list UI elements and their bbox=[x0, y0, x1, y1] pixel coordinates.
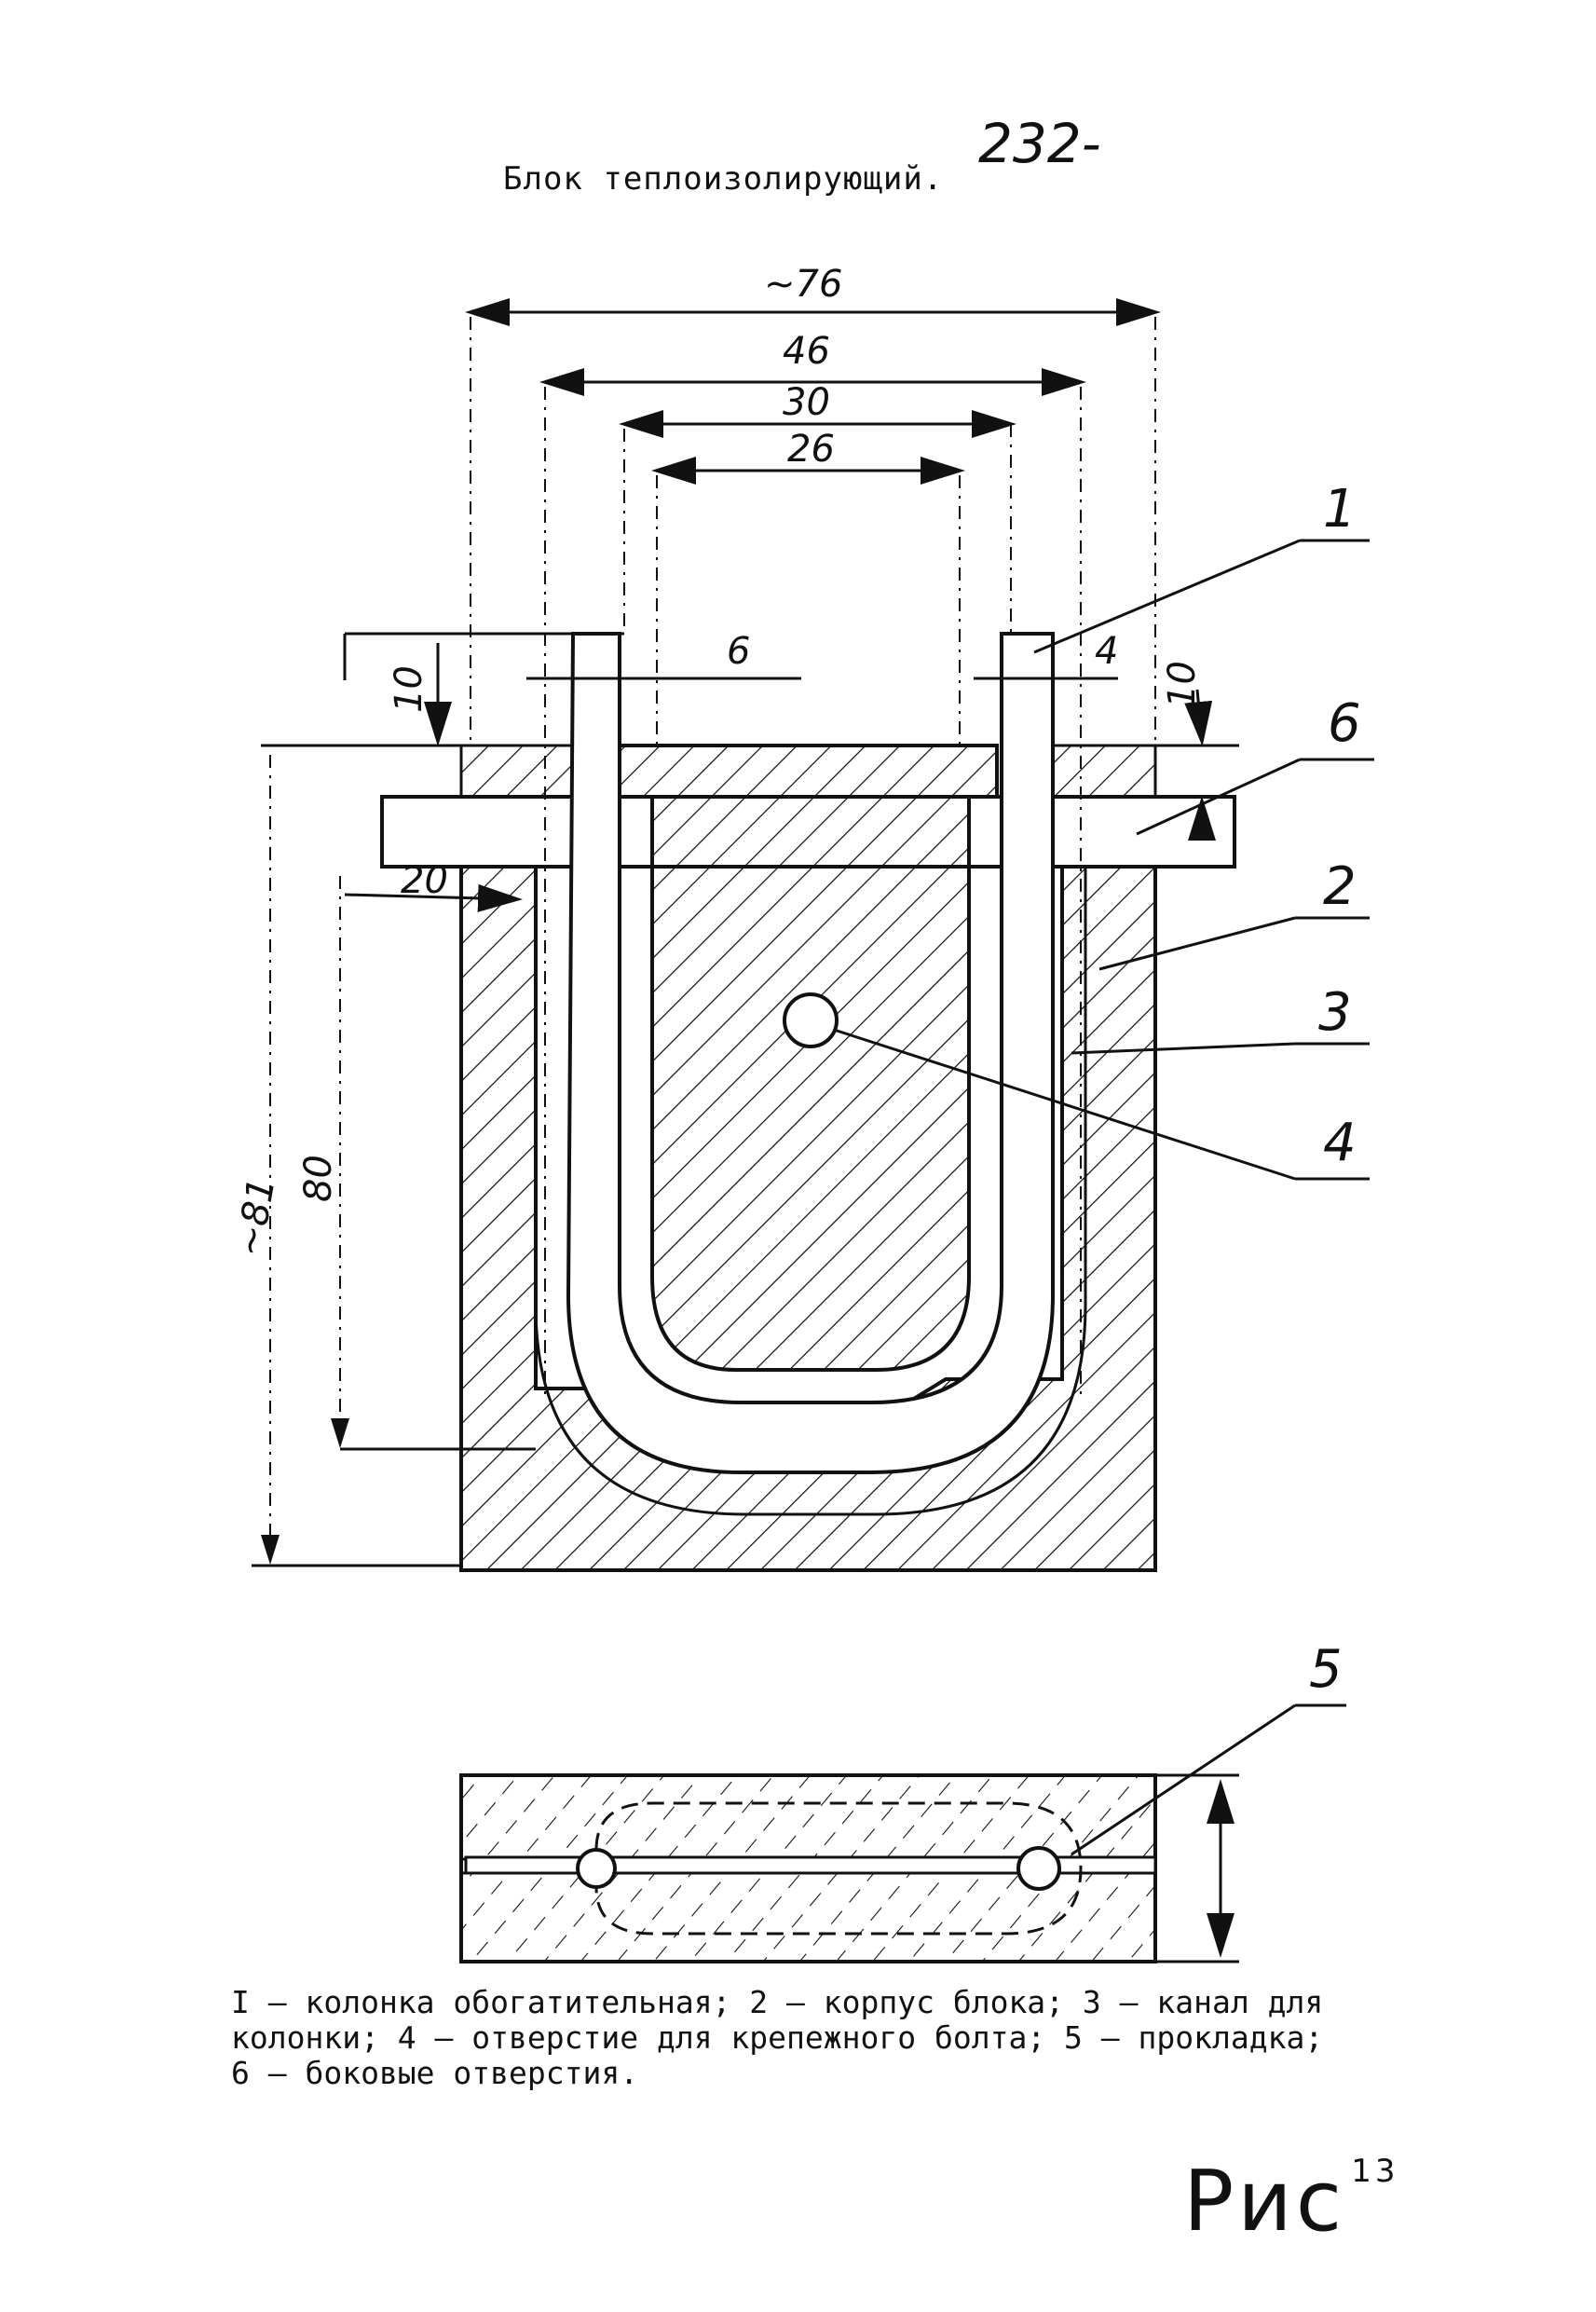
callout-1: 1 bbox=[1323, 479, 1357, 540]
bolt-hole bbox=[783, 992, 839, 1048]
dimension-lines bbox=[252, 298, 1239, 1567]
callout-3: 3 bbox=[1318, 982, 1352, 1043]
callout-leaders bbox=[833, 539, 1374, 1856]
section-view bbox=[459, 1773, 1239, 1963]
callout-5: 5 bbox=[1309, 1639, 1343, 1700]
dim-flange-20: 20 bbox=[401, 859, 448, 902]
caption-line: I – колонка обогатительная; 2 – корпус б… bbox=[231, 1984, 1324, 2020]
side-hole-left bbox=[576, 1848, 617, 1889]
dim-width-46: 46 bbox=[783, 330, 830, 373]
callout-4: 4 bbox=[1323, 1113, 1357, 1173]
callout-2: 2 bbox=[1323, 856, 1357, 917]
gasket bbox=[464, 1855, 1157, 1875]
side-hole-right bbox=[1016, 1846, 1061, 1891]
figure-caption: I – колонка обогатительная; 2 – корпус б… bbox=[231, 1985, 1461, 2091]
figure-number: 13 bbox=[1351, 2153, 1399, 2190]
dim-width-30: 30 bbox=[783, 381, 830, 424]
dim-overall-width: ~76 bbox=[764, 263, 842, 306]
dim-wall-4: 4 bbox=[1095, 630, 1118, 673]
dim-height-81: ~81 bbox=[228, 1175, 284, 1260]
dim-height-80: 80 bbox=[297, 1155, 340, 1202]
caption-line: 6 – боковые отверстия. bbox=[231, 2055, 639, 2091]
column-tube bbox=[566, 632, 1055, 1474]
inner-core bbox=[618, 744, 999, 1372]
dim-top-10-left: 10 bbox=[388, 665, 430, 713]
page-number: 232- bbox=[978, 112, 1101, 175]
callout-6: 6 bbox=[1328, 693, 1361, 754]
caption-line: колонки; 4 – отверстие для крепежного бо… bbox=[231, 2019, 1324, 2056]
dim-wall-6: 6 bbox=[727, 630, 750, 673]
column-channel bbox=[534, 867, 1087, 1516]
figure-label-text: Рис bbox=[1183, 2153, 1346, 2250]
dim-width-26: 26 bbox=[787, 428, 835, 471]
page-title: Блок теплоизолирующий. bbox=[503, 160, 944, 198]
dim-top-10-right: 10 bbox=[1161, 661, 1204, 708]
